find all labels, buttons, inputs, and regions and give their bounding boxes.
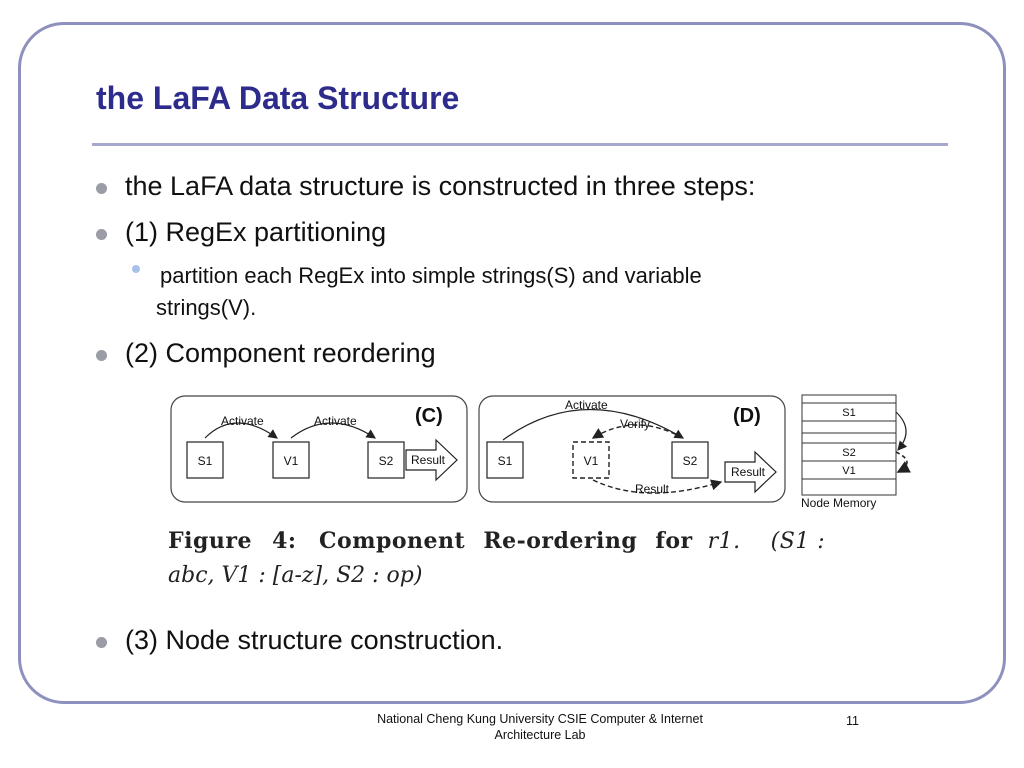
bullet-icon bbox=[96, 350, 107, 361]
activate-arrow bbox=[502, 408, 685, 441]
bullet-icon bbox=[96, 229, 107, 240]
node-memory-label: Node Memory bbox=[801, 496, 876, 510]
result-arrow bbox=[724, 450, 777, 494]
memory-cell-label: V1 bbox=[842, 465, 855, 477]
bullet-icon bbox=[96, 183, 107, 194]
node-label: V1 bbox=[284, 454, 299, 468]
bullet-text: (2) Component reordering bbox=[125, 338, 436, 368]
sub-bullet-icon bbox=[132, 265, 140, 273]
node-label: S2 bbox=[683, 454, 698, 468]
result-label: Result bbox=[411, 453, 446, 467]
bullet-icon bbox=[96, 637, 107, 648]
title-rule bbox=[92, 143, 948, 146]
activate-label: Activate bbox=[314, 414, 357, 428]
activate-arrow bbox=[290, 422, 376, 439]
sub-bullet-text: partition each RegEx into simple strings… bbox=[160, 263, 702, 288]
footer-line1: National Cheng Kung University CSIE Comp… bbox=[377, 712, 703, 726]
node-memory: S1 S2 V1 Node Memory bbox=[801, 394, 911, 510]
node-label: S2 bbox=[379, 454, 394, 468]
panel-d-label: (D) bbox=[733, 405, 761, 427]
result-dashed-arrow bbox=[592, 479, 723, 494]
page-number: 11 bbox=[846, 714, 859, 728]
bullet-text: the LaFA data structure is constructed i… bbox=[125, 171, 756, 201]
node-box bbox=[671, 441, 709, 479]
verify-label: Verify bbox=[620, 417, 650, 431]
activate-arrow bbox=[204, 422, 278, 439]
component-reordering-figure: (C) Activate Activate S1 V1 S2 Result (D… bbox=[170, 394, 911, 510]
node-box bbox=[186, 441, 224, 479]
bullet-text: (3) Node structure construction. bbox=[125, 625, 504, 655]
activate-label: Activate bbox=[565, 398, 608, 412]
node-label: S1 bbox=[198, 454, 213, 468]
activate-label: Activate bbox=[221, 414, 264, 428]
verify-arrow bbox=[591, 424, 684, 439]
panel-c: (C) Activate Activate S1 V1 S2 Result bbox=[170, 395, 468, 503]
node-box-dashed bbox=[572, 441, 610, 479]
node-label: S1 bbox=[498, 454, 513, 468]
slide-title: the LaFA Data Structure bbox=[96, 80, 460, 116]
panel-c-label: (C) bbox=[415, 405, 443, 427]
node-box bbox=[367, 441, 405, 479]
panel-d: (D) Activate Verify S1 V1 S2 Result Resu… bbox=[478, 395, 786, 503]
bullet-text: (1) RegEx partitioning bbox=[125, 217, 387, 247]
caption-math: r1. bbox=[707, 529, 741, 554]
node-box bbox=[272, 441, 310, 479]
caption-label: Figure 4: bbox=[168, 528, 297, 554]
footer-line2: Architecture Lab bbox=[494, 728, 586, 742]
memory-cell-label: S1 bbox=[842, 407, 855, 419]
node-label: V1 bbox=[584, 454, 599, 468]
memory-link-arrow bbox=[895, 411, 908, 451]
caption-line2: abc, V1 : [a-z], S2 : op) bbox=[168, 563, 423, 588]
result-arrow bbox=[405, 438, 458, 482]
memory-verify-arrow bbox=[895, 451, 911, 473]
result-dashed-label: Result bbox=[635, 482, 670, 496]
footer: National Cheng Kung University CSIE Comp… bbox=[330, 711, 750, 743]
figure-caption: Figure 4: Component Re-ordering for r1. … bbox=[168, 524, 948, 593]
slide-frame bbox=[18, 22, 1006, 704]
node-box bbox=[486, 441, 524, 479]
caption-text: Component Re-ordering for bbox=[319, 528, 693, 554]
result-label: Result bbox=[731, 465, 766, 479]
sub-bullet-text-cont: strings(V). bbox=[156, 295, 257, 320]
memory-cell-label: S2 bbox=[842, 447, 855, 459]
caption-tail: (S1 : bbox=[770, 529, 826, 554]
